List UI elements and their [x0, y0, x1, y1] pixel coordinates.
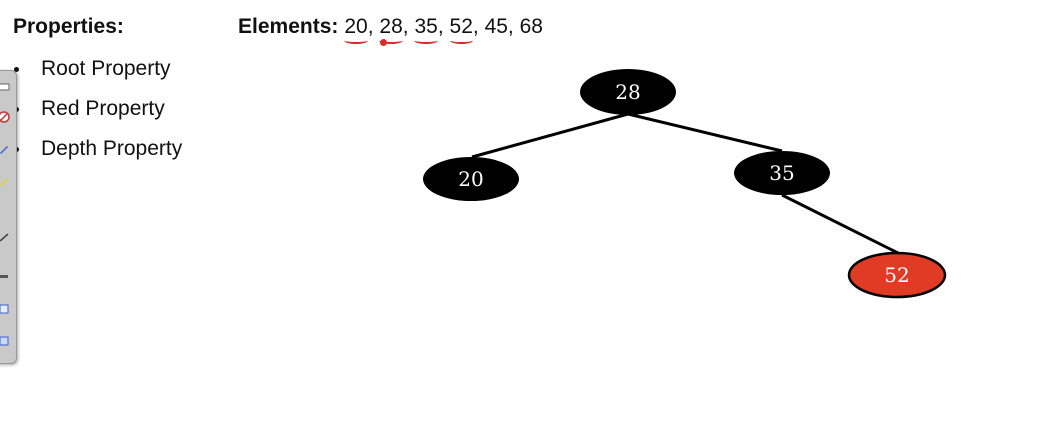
tree-edge-35-52 — [781, 193, 899, 255]
tree-edge-28-20 — [471, 112, 629, 159]
tree-node-shape — [580, 69, 676, 115]
element-value: 52 — [449, 15, 473, 38]
tree-node-label: 20 — [458, 167, 483, 191]
properties-heading: Properties: — [13, 15, 124, 38]
element-separator: , — [507, 15, 514, 38]
tree-node-shape — [734, 151, 830, 195]
element-separator: , — [472, 15, 479, 38]
property-label: Root Property — [41, 57, 171, 80]
tree-node-52: 52 — [847, 251, 947, 299]
element-value: 35 — [414, 15, 438, 38]
text-icon[interactable] — [0, 271, 10, 283]
line-icon[interactable] — [0, 231, 10, 243]
tree-edges — [471, 112, 899, 255]
element-separator: , — [367, 15, 374, 38]
properties-list: Root Property Red Property Depth Propert… — [0, 56, 182, 176]
tree-node-label: 28 — [615, 80, 640, 104]
tree-node-shape — [423, 157, 519, 201]
screen-icon[interactable] — [0, 303, 10, 315]
property-item-root: Root Property — [0, 56, 182, 96]
tree-nodes: 28 20 35 52 — [423, 69, 947, 299]
element-value: 28 — [379, 15, 403, 46]
tree-node-label: 52 — [884, 263, 909, 287]
element-value-text: 28 — [379, 15, 403, 38]
pen-icon[interactable] — [0, 81, 10, 93]
tree-node-shape — [847, 251, 947, 299]
tree-node-35: 35 — [734, 151, 830, 195]
tree-node-28: 28 — [580, 69, 676, 115]
element-separator: , — [437, 15, 444, 38]
tree-edge-28-35 — [627, 112, 783, 153]
highlighter-icon[interactable] — [0, 175, 10, 187]
tree-node-label: 35 — [769, 161, 794, 185]
whiteboard-icon[interactable] — [0, 335, 10, 347]
property-label: Depth Property — [41, 137, 183, 160]
bullet-icon — [14, 67, 19, 72]
eraser-icon[interactable] — [0, 111, 10, 123]
property-label: Red Property — [41, 97, 165, 120]
elements-line: Elements:20, 28, 35, 52, 45, 68 — [238, 15, 543, 46]
element-separator: , — [402, 15, 409, 38]
element-value: 68 — [519, 15, 543, 38]
marker-icon[interactable] — [0, 143, 10, 155]
elements-label: Elements: — [238, 15, 339, 38]
element-value: 45 — [484, 15, 508, 38]
annotation-toolbar — [0, 70, 17, 364]
tree-node-20: 20 — [423, 157, 519, 201]
element-value: 20 — [344, 15, 368, 38]
